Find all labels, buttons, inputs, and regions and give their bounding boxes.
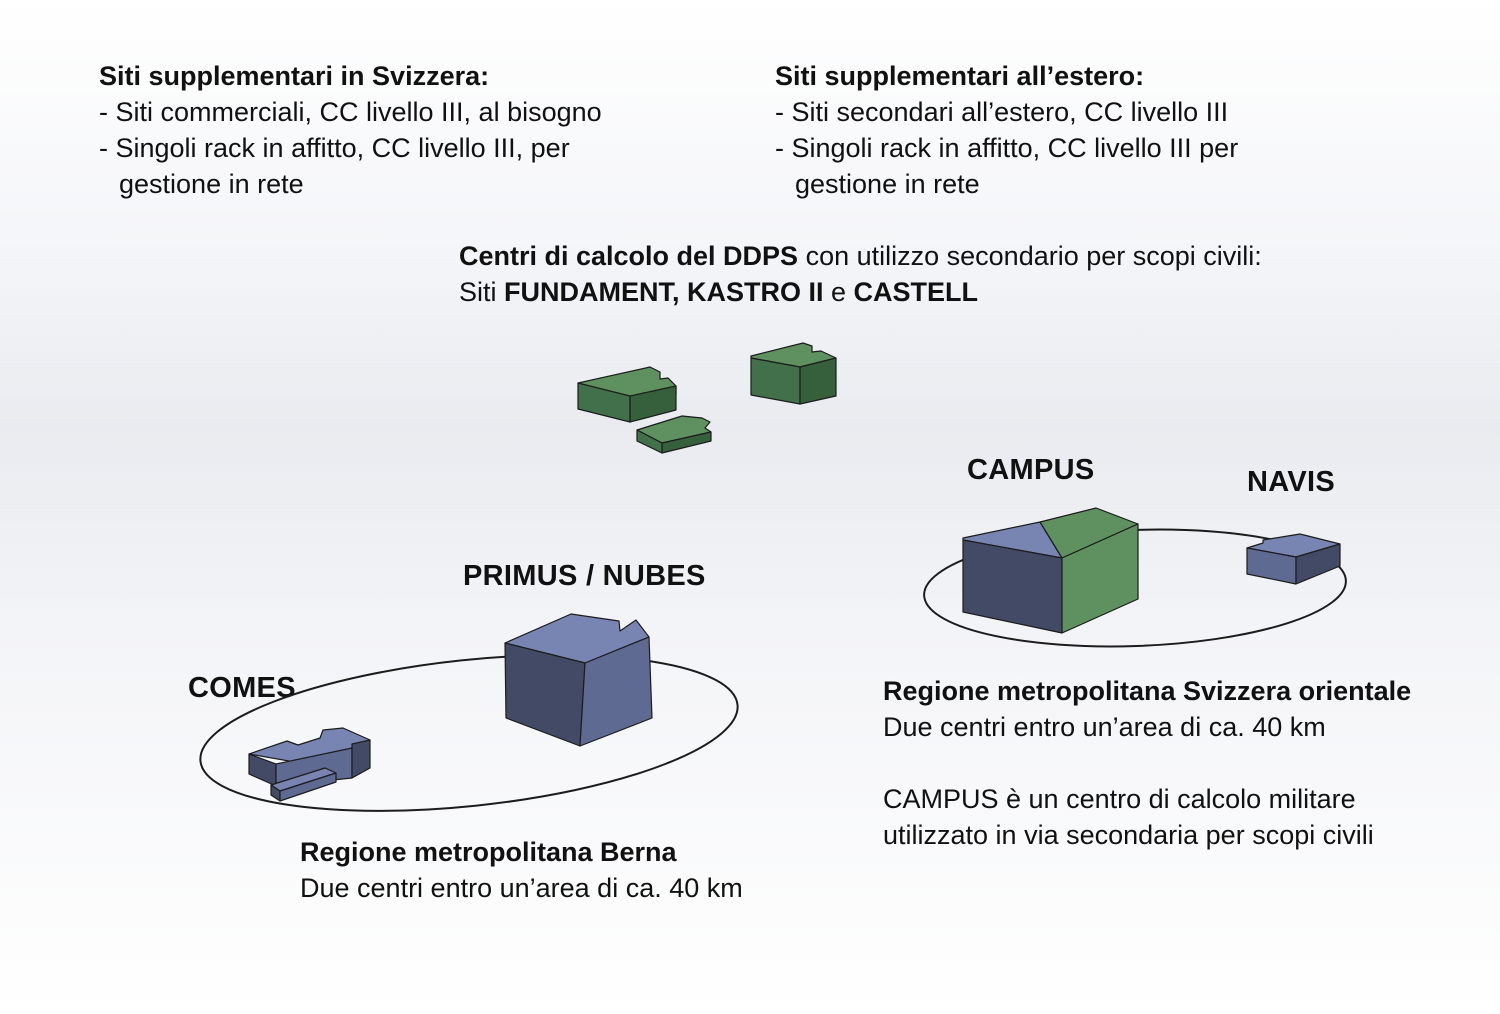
- comes-building-icon: [248, 727, 371, 802]
- label-campus: CAMPUS: [967, 454, 1095, 486]
- swiss-sites-block: Siti supplementari in Svizzera: - Siti c…: [99, 58, 602, 202]
- label-comes: COMES: [188, 672, 296, 704]
- swiss-sites-item-2-cont: gestione in rete: [119, 169, 304, 199]
- bern-region-title: Regione metropolitana Berna: [300, 837, 677, 867]
- east-region-note-2: utilizzato in via secondaria per scopi c…: [883, 820, 1374, 850]
- ddps-block: Centri di calcolo del DDPS con utilizzo …: [459, 238, 1262, 310]
- ddps-text-2: Siti: [459, 277, 505, 307]
- navis-building-icon: [1246, 533, 1341, 585]
- bern-region-ellipse: [199, 654, 739, 812]
- green-building-2-icon: [636, 415, 712, 454]
- foreign-sites-item-2: - Singoli rack in affitto, CC livello II…: [775, 133, 1239, 163]
- ddps-bold-castell: CASTELL: [853, 277, 979, 307]
- campus-building-icon: [962, 507, 1139, 634]
- label-navis: NAVIS: [1247, 466, 1335, 498]
- foreign-sites-block: Siti supplementari all’estero: - Siti se…: [775, 58, 1238, 202]
- ddps-line-1: Centri di calcolo del DDPS con utilizzo …: [459, 238, 1262, 274]
- ddps-bold-sites: FUNDAMENT, KASTRO II: [504, 277, 824, 307]
- east-region-note-1: CAMPUS è un centro di calcolo militare: [883, 784, 1356, 814]
- bern-region-block: Regione metropolitana Berna Due centri e…: [300, 834, 743, 906]
- green-building-1-icon: [577, 366, 677, 423]
- foreign-sites-item-1: - Siti secondari all’estero, CC livello …: [775, 97, 1229, 127]
- ddps-line-2: Siti FUNDAMENT, KASTRO II e CASTELL: [459, 274, 1262, 310]
- foreign-sites-heading: Siti supplementari all’estero:: [775, 61, 1145, 91]
- swiss-sites-item-1: - Siti commerciali, CC livello III, al b…: [99, 97, 602, 127]
- swiss-sites-item-2: - Singoli rack in affitto, CC livello II…: [99, 133, 570, 163]
- green-building-3-icon: [750, 342, 837, 405]
- east-region-spacer: [883, 745, 1411, 781]
- ddps-text-3: e: [823, 277, 854, 307]
- east-region-block: Regione metropolitana Svizzera orientale…: [883, 673, 1411, 853]
- swiss-sites-heading: Siti supplementari in Svizzera:: [99, 61, 490, 91]
- ddps-bold-title: Centri di calcolo del DDPS: [459, 241, 799, 271]
- primus-nubes-building-icon: [504, 613, 653, 747]
- east-region-title: Regione metropolitana Svizzera orientale: [883, 676, 1412, 706]
- bern-region-line-1: Due centri entro un’area di ca. 40 km: [300, 873, 743, 903]
- ddps-text-1: con utilizzo secondario per scopi civili…: [798, 241, 1262, 271]
- foreign-sites-item-2-cont: gestione in rete: [795, 169, 980, 199]
- east-region-line-1: Due centri entro un’area di ca. 40 km: [883, 712, 1326, 742]
- label-primus-nubes: PRIMUS / NUBES: [463, 560, 706, 592]
